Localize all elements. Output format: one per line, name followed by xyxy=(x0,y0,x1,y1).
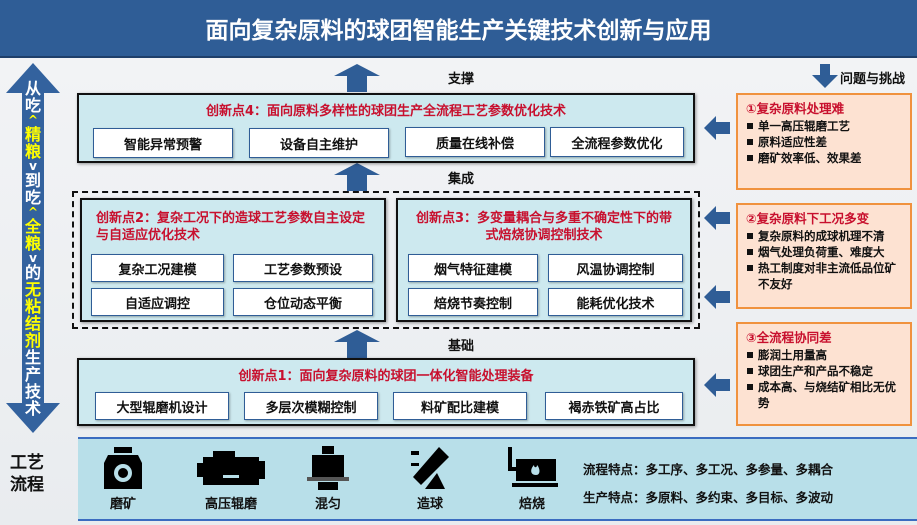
challenge-title: ①复杂原料处理难 xyxy=(746,101,845,116)
innovation-1-item: 褐赤铁矿高占比 xyxy=(545,392,683,420)
left-arrow-segment: 的 xyxy=(24,263,41,282)
left-arrow-icon xyxy=(704,206,730,230)
innovation-3-item: 风温协调控制 xyxy=(548,254,683,282)
innovation-1-title: 创新点1：面向复杂原料的球团一体化智能处理装备 xyxy=(238,369,534,384)
process-step: 磨矿 xyxy=(83,443,163,512)
process-step: 焙烧 xyxy=(492,443,572,512)
innovation-2-box: 创新点2：复杂工况下的造球工艺参数自主设定与自适应优化技术 复杂工况建模 工艺参… xyxy=(80,198,386,322)
left-arrow-segment: 从吃 xyxy=(24,79,41,115)
innovation-2-item: 复杂工况建模 xyxy=(91,254,224,282)
process-flow-band: 磨矿 高压辊磨 混匀 造球 焙烧 流程特点：多工序、多工况、多参量、多耦合 生产… xyxy=(78,437,917,521)
challenges-header: 问题与挑战 xyxy=(840,72,906,87)
double-arrow-icon xyxy=(6,63,60,433)
process-label-line: 工艺 xyxy=(10,453,44,473)
innovation-4-item: 质量在线补偿 xyxy=(405,127,545,157)
left-arrow-segment: v xyxy=(29,251,37,265)
up-arrow-icon xyxy=(334,163,380,191)
page-title: 面向复杂原料的球团智能生产关键技术创新与应用 xyxy=(0,0,917,58)
challenge-item: 烟气处理负荷重、难度大 xyxy=(746,244,906,260)
innovation-4-title: 创新点4：面向原料多样性的球团生产全流程工艺参数优化技术 xyxy=(205,104,567,119)
innovation-3-title: 创新点3：多变量耦合与多重不确定性下的带式焙烧协调控制技术 xyxy=(415,211,673,243)
process-step-label: 混匀 xyxy=(314,497,341,512)
innovation-1-item: 料矿配比建模 xyxy=(393,392,527,420)
left-arrow-segment: v xyxy=(29,159,37,173)
up-arrow-icon xyxy=(334,330,380,358)
roller-press-icon xyxy=(197,451,265,485)
left-arrow-icon xyxy=(704,373,730,397)
process-step: 造球 xyxy=(390,443,470,512)
process-step-label: 造球 xyxy=(416,497,443,512)
up-arrow-icon xyxy=(334,64,380,92)
left-arrow-segment: 精粮 xyxy=(24,125,41,161)
innovation-2-title: 创新点2：复杂工况下的造球工艺参数自主设定与自适应优化技术 xyxy=(96,211,366,243)
innovation-2-3-group xyxy=(72,191,700,329)
challenge-item: 磨矿效率低、效果差 xyxy=(746,150,906,166)
challenge-item: 球团生产和产品不稳定 xyxy=(746,363,906,379)
left-arrow-segment: 无粘结剂 xyxy=(24,280,41,350)
innovation-2-item: 仓位动态平衡 xyxy=(233,288,373,316)
down-arrow-icon xyxy=(812,64,838,88)
pelletizing-disc-icon xyxy=(411,447,449,489)
challenge-title: ②复杂原料下工况多变 xyxy=(746,211,870,226)
process-label-line: 流程 xyxy=(10,475,44,495)
innovation-3-item: 焙烧节奏控制 xyxy=(408,288,538,316)
left-arrow-segment: 生产技术 xyxy=(24,348,41,418)
innovation-1-item: 多层次模糊控制 xyxy=(244,392,378,420)
left-arrow-segment: ^ xyxy=(27,205,39,219)
left-arrow-segment: 全粮 xyxy=(24,217,41,253)
innovation-4-item: 全流程参数优化 xyxy=(550,127,684,157)
challenge-title: ③全流程协同差 xyxy=(746,330,832,345)
innovation-3-item: 能耗优化技术 xyxy=(548,288,683,316)
process-step: 高压辊磨 xyxy=(185,443,277,512)
roasting-furnace-icon xyxy=(508,447,558,487)
left-arrow-icon xyxy=(704,285,730,309)
challenge-item: 单一高压辊磨工艺 xyxy=(746,118,906,134)
challenge-item: 原料适应性差 xyxy=(746,134,906,150)
innovation-4-item: 智能异常预警 xyxy=(93,128,233,158)
production-features: 生产特点：多原料、多约束、多目标、多波动 xyxy=(583,490,834,505)
left-arrow-segment: ^ xyxy=(27,113,39,127)
process-step-label: 焙烧 xyxy=(518,497,545,512)
left-arrow-icon xyxy=(704,116,730,140)
challenge-2: ②复杂原料下工况多变 复杂原料的成球机理不清 烟气处理负荷重、难度大 热工制度对… xyxy=(736,203,912,309)
grinding-mill-icon xyxy=(104,447,142,489)
challenge-item: 复杂原料的成球机理不清 xyxy=(746,228,906,244)
innovation-4-box: 创新点4：面向原料多样性的球团生产全流程工艺参数优化技术 智能异常预警 设备自主… xyxy=(77,93,695,163)
innovation-4-item: 设备自主维护 xyxy=(249,128,389,158)
innovation-1-item: 大型辊磨机设计 xyxy=(95,392,229,420)
process-features: 流程特点：多工序、多工况、多参量、多耦合 xyxy=(583,462,834,477)
process-step-label: 磨矿 xyxy=(109,497,136,512)
process-step-label: 高压辊磨 xyxy=(204,497,257,512)
basis-label: 基础 xyxy=(448,339,475,354)
challenge-3: ③全流程协同差 膨润土用量高 球团生产和产品不稳定 成本高、与烧结矿相比无优势 xyxy=(736,322,912,426)
process-label: 工艺 流程 xyxy=(10,452,44,496)
innovation-3-item: 烟气特征建模 xyxy=(408,254,538,282)
challenge-1: ①复杂原料处理难 单一高压辊磨工艺 原料适应性差 磨矿效率低、效果差 xyxy=(736,93,912,190)
integrate-label: 集成 xyxy=(448,172,475,187)
mixer-icon xyxy=(307,446,349,490)
challenge-item: 热工制度对非主流低品位矿不友好 xyxy=(746,260,906,292)
process-step: 混匀 xyxy=(288,443,368,512)
challenge-item: 膨润土用量高 xyxy=(746,347,906,363)
support-label: 支撑 xyxy=(448,72,475,87)
challenge-item: 成本高、与烧结矿相比无优势 xyxy=(746,379,906,411)
innovation-1-box: 创新点1：面向复杂原料的球团一体化智能处理装备 大型辊磨机设计 多层次模糊控制 … xyxy=(77,358,695,426)
innovation-2-item: 工艺参数预设 xyxy=(233,254,373,282)
innovation-3-box: 创新点3：多变量耦合与多重不确定性下的带式焙烧协调控制技术 烟气特征建模 风温协… xyxy=(396,198,692,322)
left-arrow-segment: 到吃 xyxy=(24,171,41,207)
innovation-2-item: 自适应调控 xyxy=(91,288,224,316)
